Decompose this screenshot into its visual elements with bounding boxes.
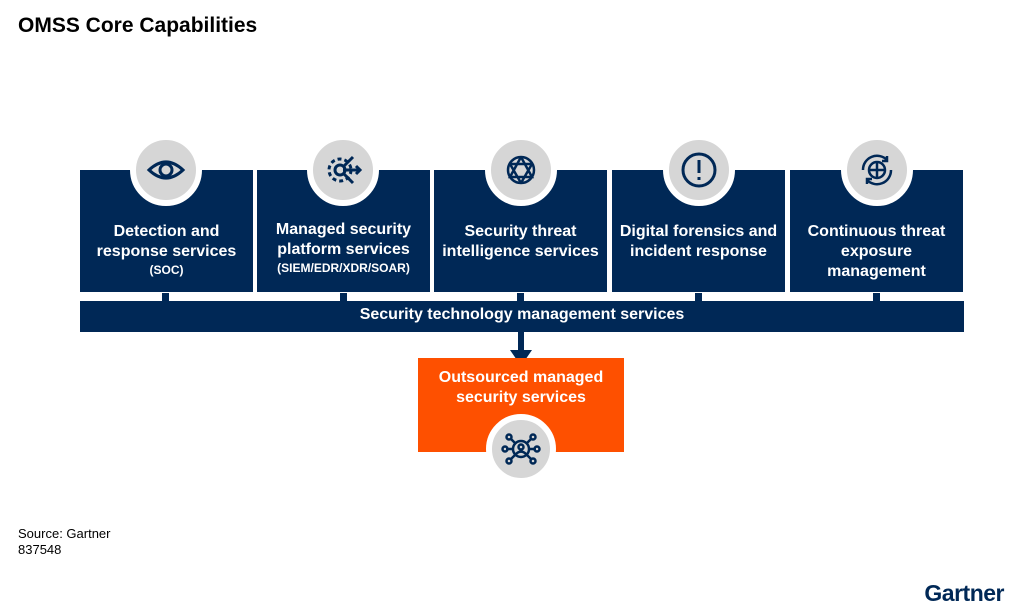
capability-threat-intel: Security threat intelligence services <box>434 170 607 292</box>
source-text: Source: Gartner <box>18 526 111 541</box>
page-title: OMSS Core Capabilities <box>18 14 258 37</box>
gear-arrows-icon <box>307 134 379 206</box>
alert-icon <box>663 134 735 206</box>
capability-managed-platform: Managed security platform services (SIEM/… <box>257 170 430 292</box>
eye-icon <box>130 134 202 206</box>
globe-cycle-icon <box>841 134 913 206</box>
source-note: Source: Gartner 837548 <box>18 526 111 558</box>
connector <box>162 293 169 301</box>
capability-label: Continuous threat exposure management <box>807 223 946 280</box>
capability-label: Detection and response services <box>96 223 237 260</box>
capability-sub: (SIEM/EDR/XDR/SOAR) <box>277 261 410 275</box>
capability-label: Managed security platform services <box>275 221 412 258</box>
connector <box>340 293 347 301</box>
network-globe-icon <box>485 134 557 206</box>
outcome-label: Outsourced managed security services <box>438 369 604 406</box>
connector <box>873 293 880 301</box>
security-technology-bar: Security technology management services <box>80 301 964 332</box>
connector <box>517 293 524 301</box>
figure-id: 837548 <box>18 542 62 557</box>
gartner-logo: Gartner <box>924 580 1004 606</box>
capability-label: Security threat intelligence services <box>442 223 599 260</box>
people-network-icon <box>486 414 556 484</box>
capability-label: Digital forensics and incident response <box>619 223 778 260</box>
connector <box>695 293 702 301</box>
capability-sub: (SOC) <box>149 263 184 277</box>
